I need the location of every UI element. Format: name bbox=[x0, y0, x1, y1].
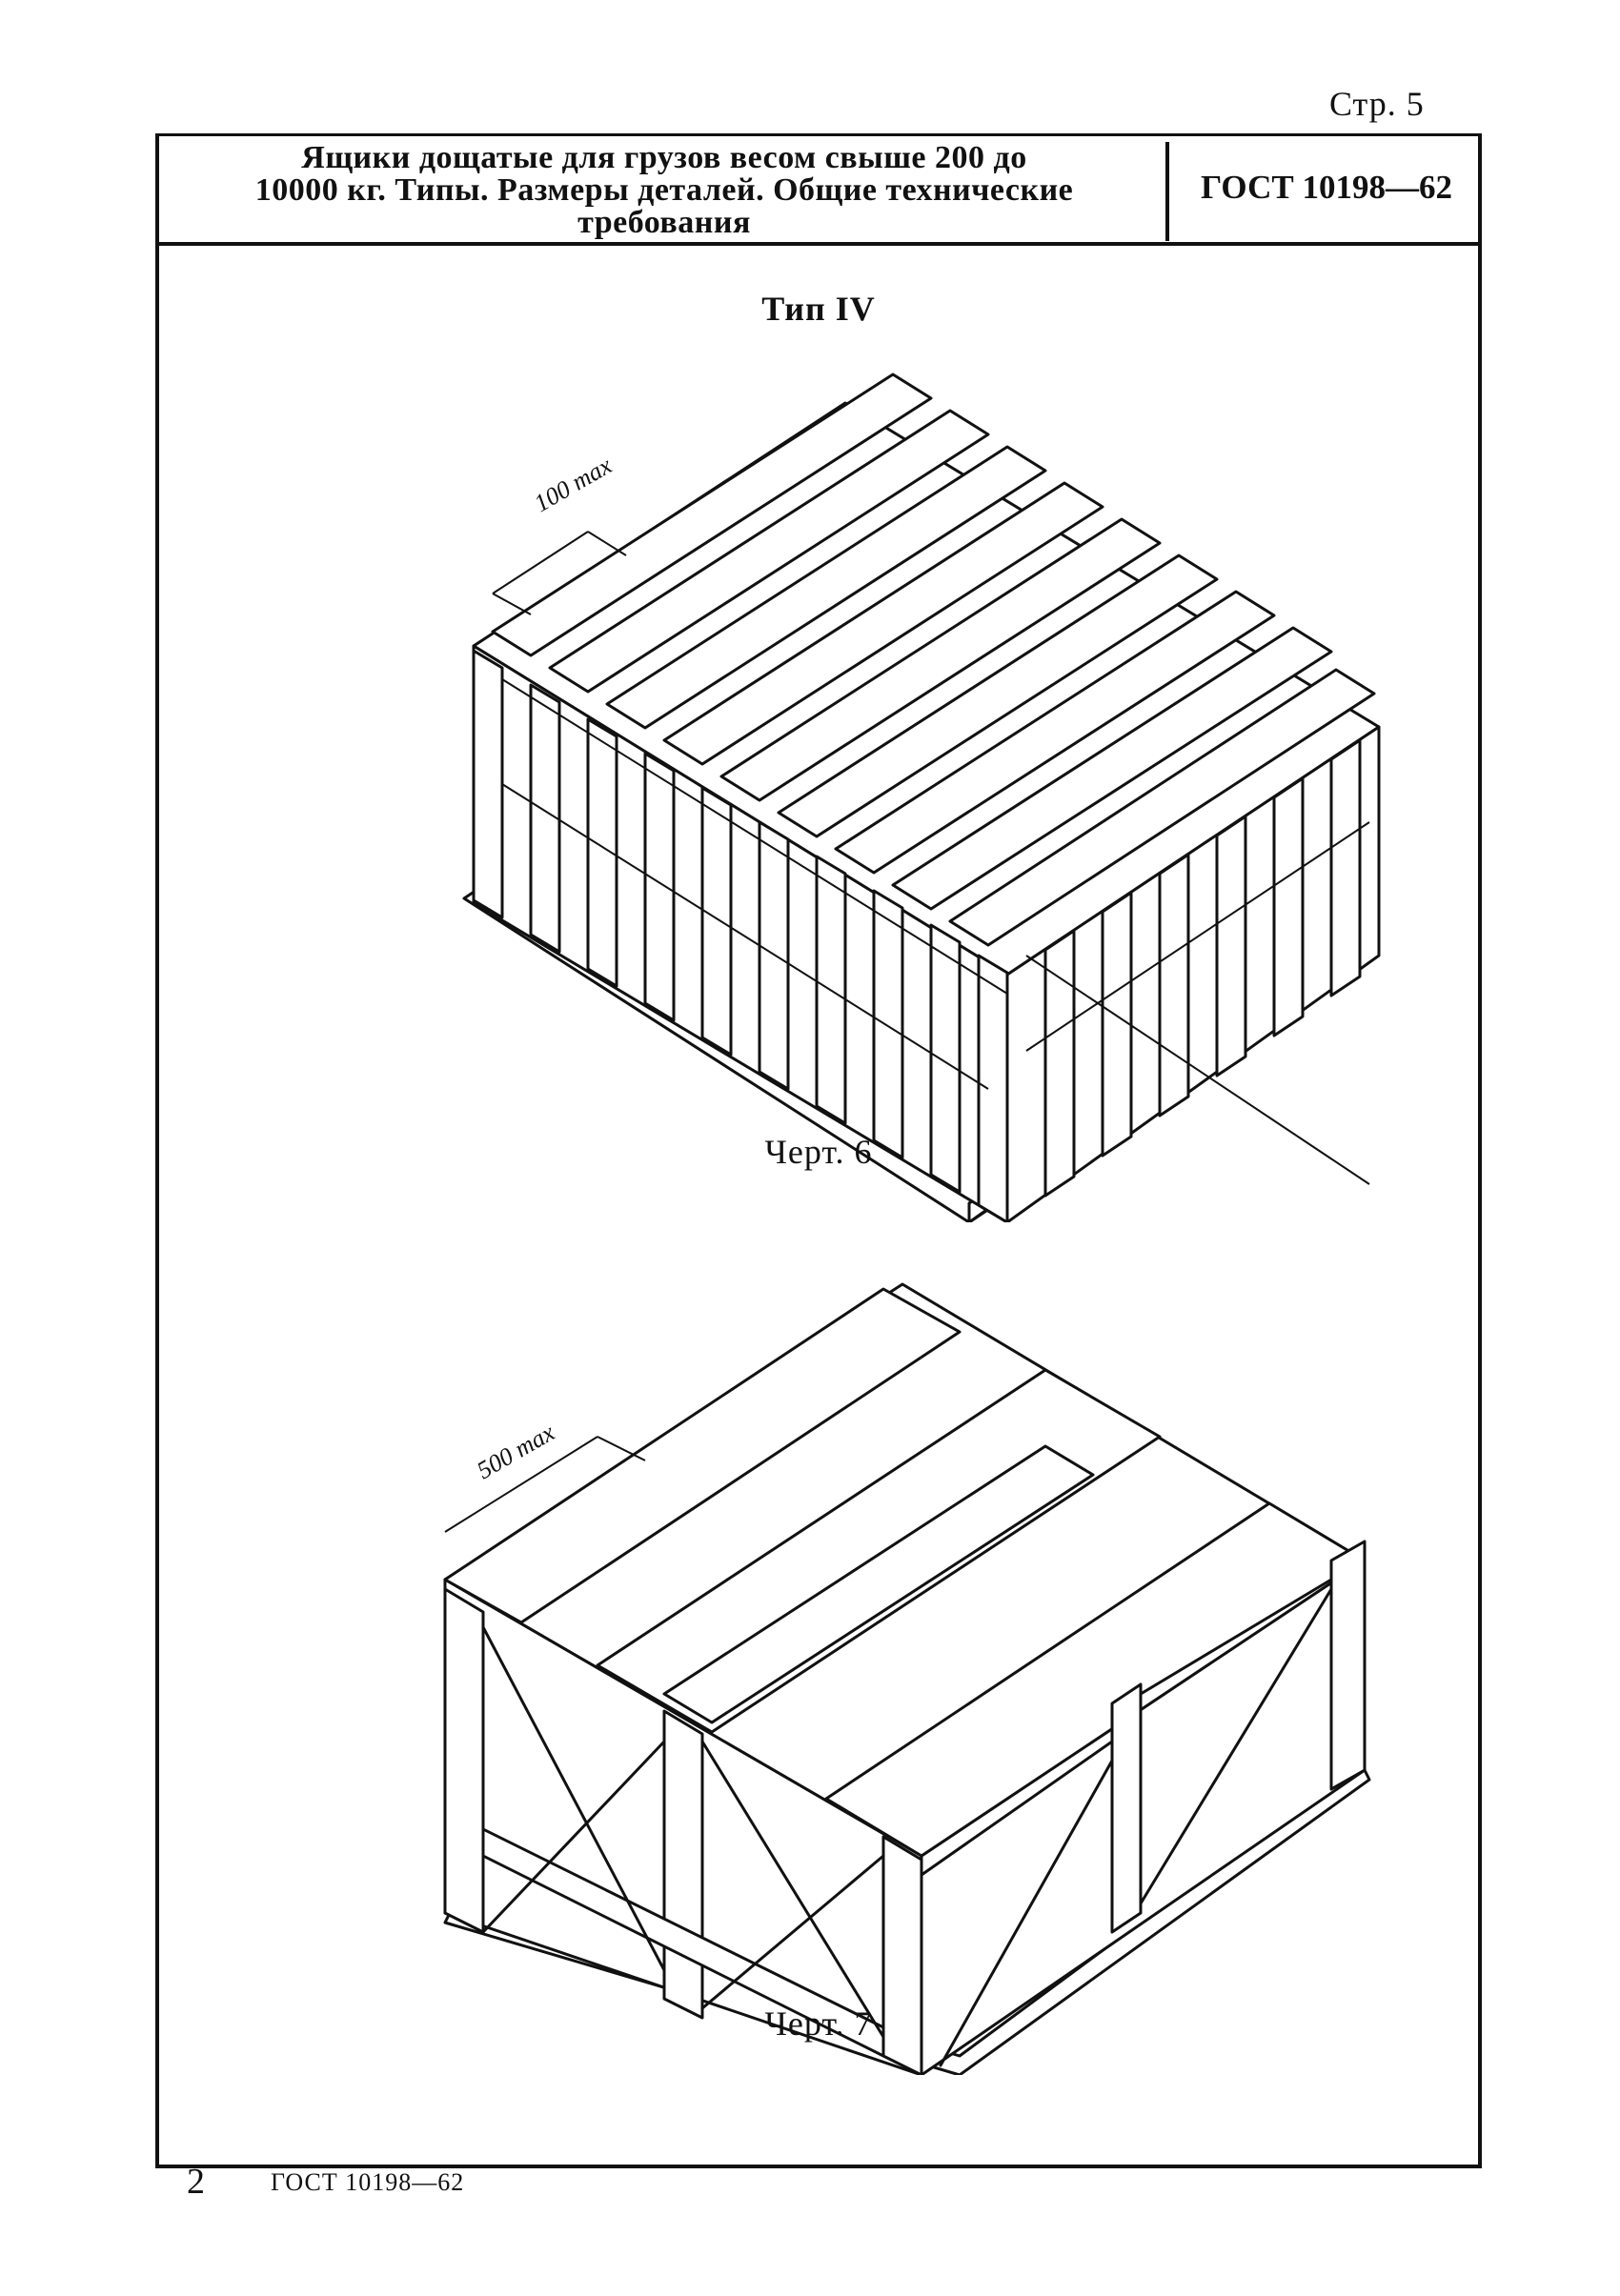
footer-standard-code: ГОСТ 10198—62 bbox=[271, 2168, 465, 2196]
front-slats bbox=[472, 649, 1009, 1222]
dimension-label: 500 max bbox=[473, 1418, 560, 1484]
crate-drawing-7: 500 max bbox=[443, 1282, 1371, 2075]
header-title-line: требования bbox=[577, 205, 751, 240]
side-frame bbox=[920, 1540, 1367, 2067]
footer-page-number: 2 bbox=[187, 2162, 205, 2202]
header-title: Ящики дощатые для грузов весом свыше 200… bbox=[169, 142, 1160, 239]
dimension-100max bbox=[492, 531, 627, 615]
header-title-line: 10000 кг. Типы. Размеры деталей. Общие т… bbox=[254, 172, 1074, 208]
top-slats bbox=[491, 373, 1376, 947]
type-heading: Тип IV bbox=[761, 290, 876, 328]
figure-caption-6: Черт. 6 bbox=[764, 1133, 873, 1171]
header: Ящики дощатые для грузов весом свыше 200… bbox=[159, 136, 1478, 246]
front-frame bbox=[443, 1587, 923, 2075]
top-boards bbox=[443, 1287, 1367, 1858]
figure-caption-7: Черт. 7 bbox=[764, 2004, 873, 2043]
dimension-500max bbox=[444, 1436, 646, 1533]
page-number: Стр. 5 bbox=[1329, 85, 1425, 123]
header-title-line: Ящики дощатые для грузов весом свыше 200… bbox=[301, 140, 1027, 175]
header-divider bbox=[1165, 142, 1169, 241]
dimension-label: 100 max bbox=[530, 451, 618, 517]
crate-drawing-6: 100 max bbox=[462, 373, 1381, 1222]
standard-code: ГОСТ 10198—62 bbox=[1201, 169, 1452, 206]
page-frame: Ящики дощатые для грузов весом свыше 200… bbox=[155, 133, 1482, 2168]
